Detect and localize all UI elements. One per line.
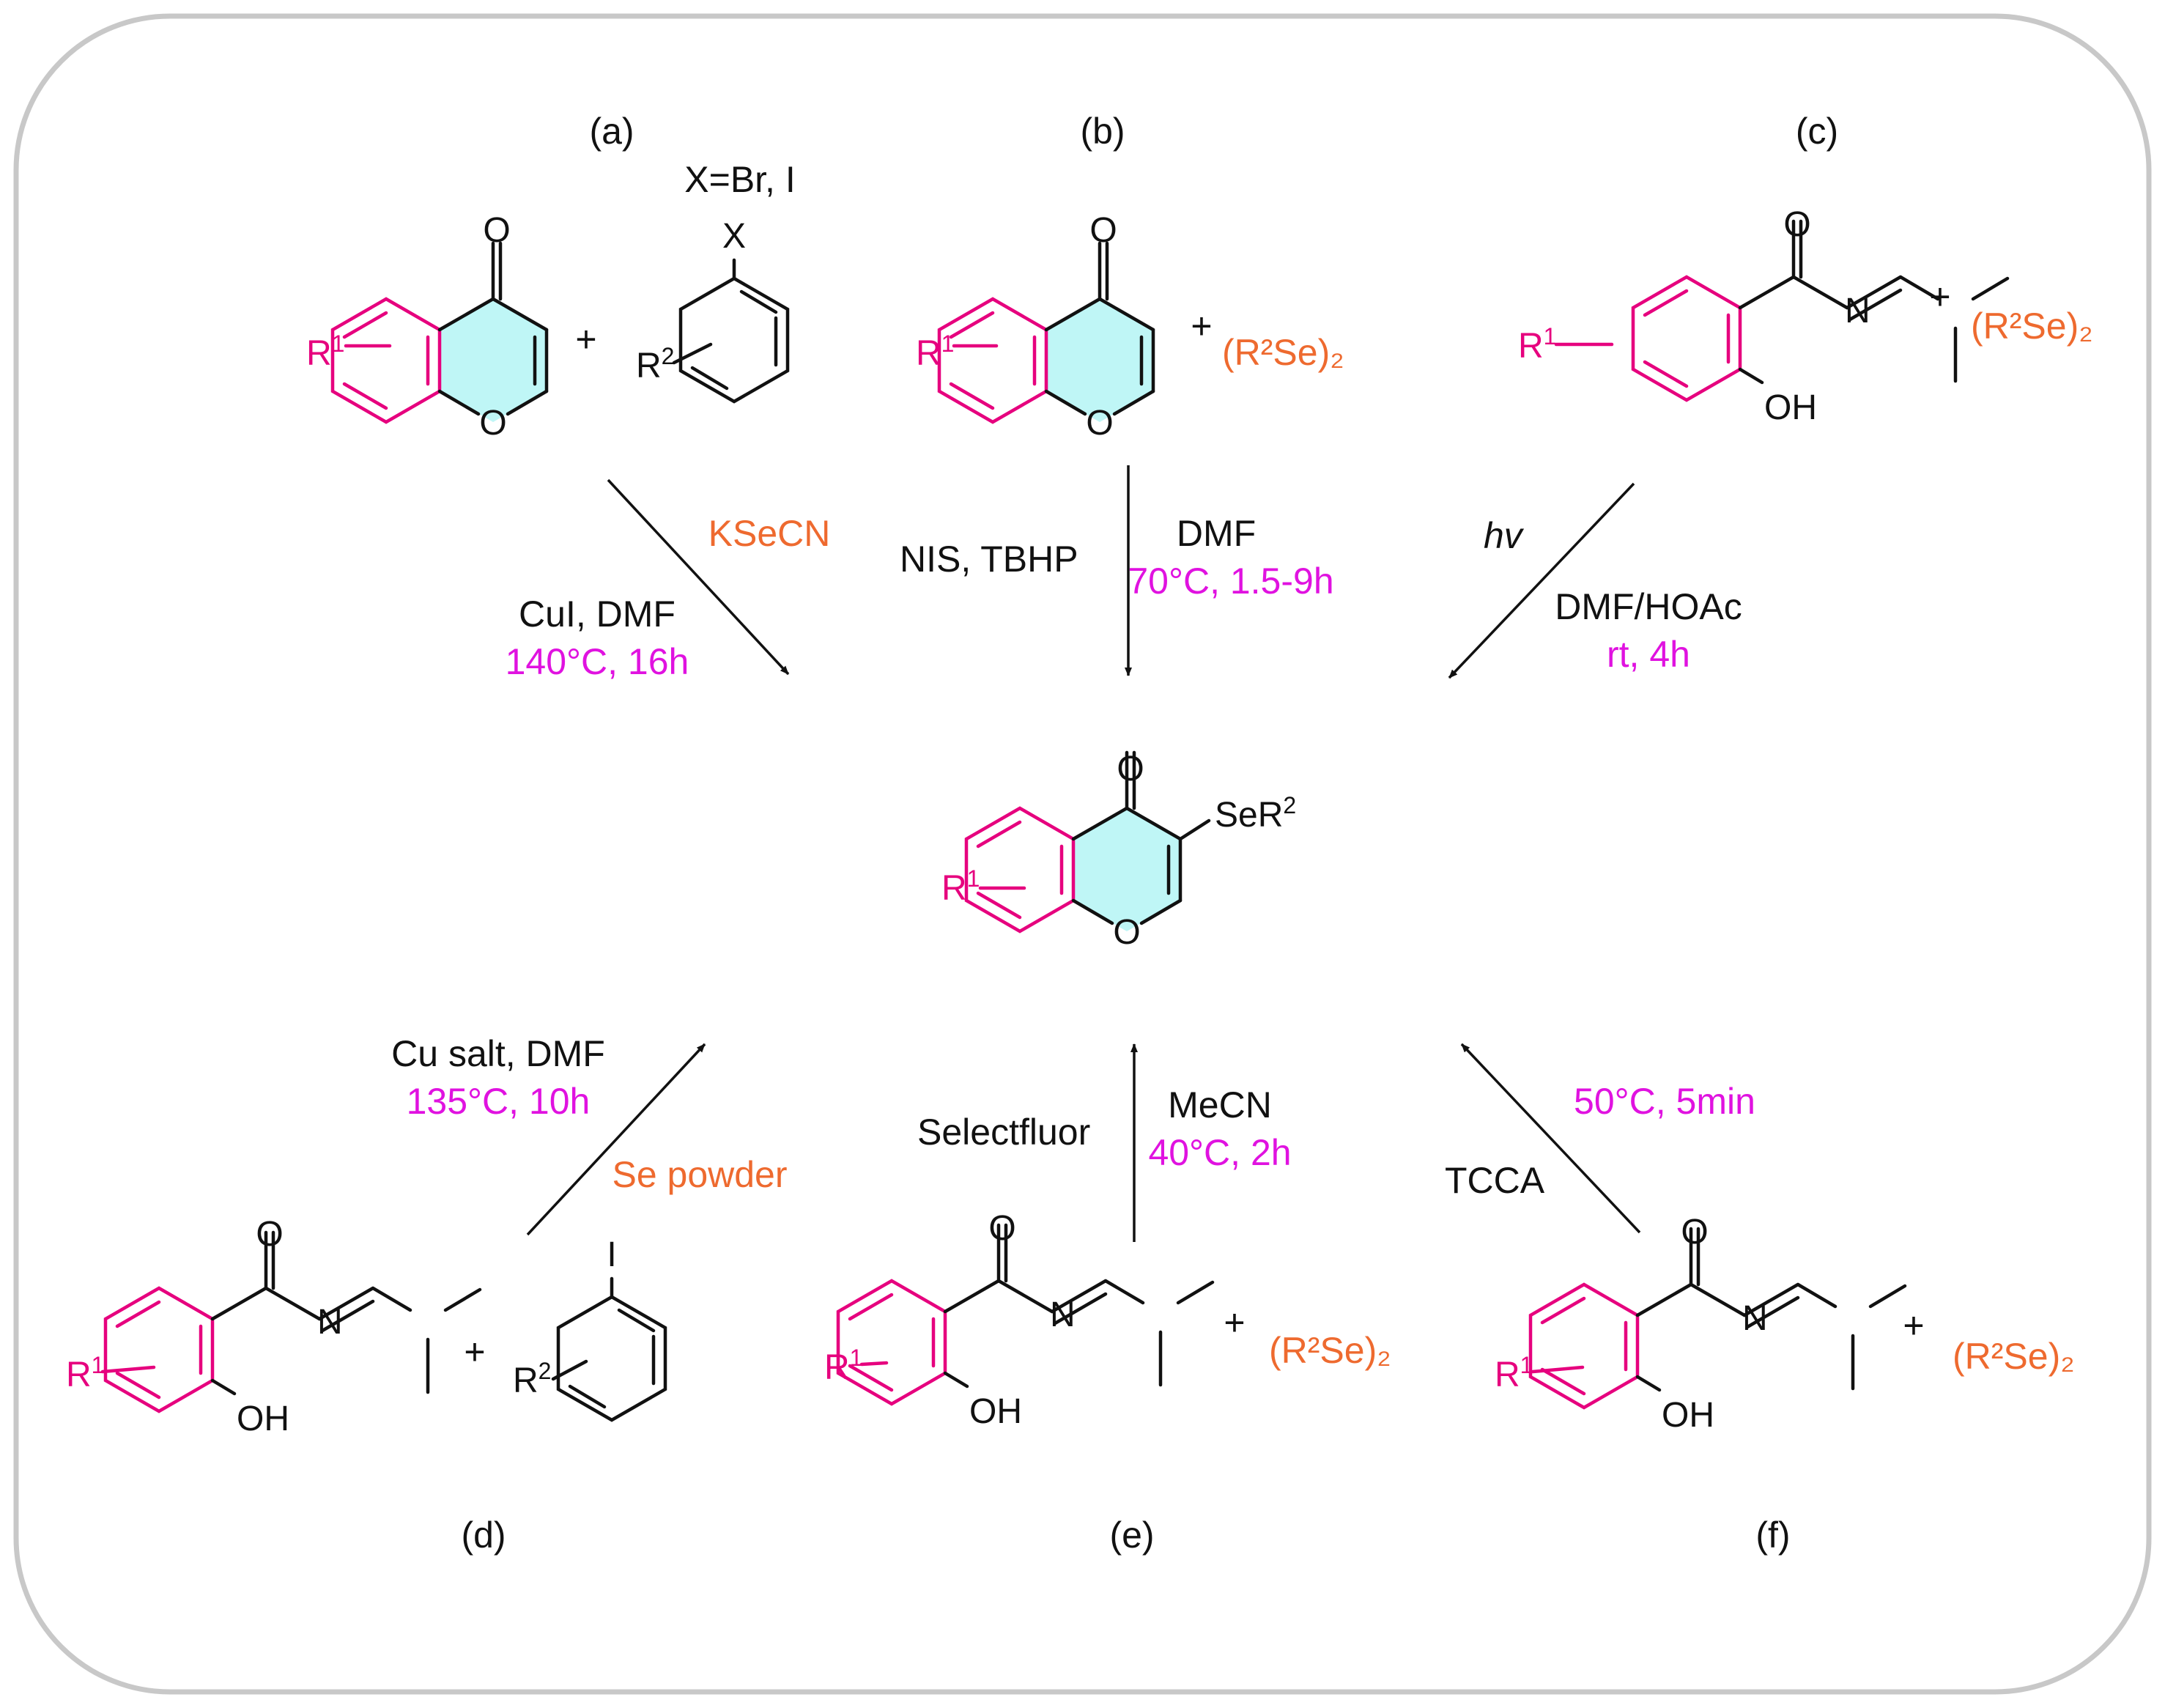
temp-f: 50°C, 5min <box>1574 1081 1755 1122</box>
enaminone-d: O N OH R1 <box>66 1215 480 1438</box>
aryl-halide-a: X R2 <box>636 217 788 402</box>
temp-b: 70°C, 1.5-9h <box>1128 561 1333 602</box>
cond-left-b: NIS, TBHP <box>900 539 1078 580</box>
carbonyl-o: O <box>988 1209 1015 1248</box>
hydroxyl: OH <box>969 1392 1022 1431</box>
panel-a-tag: (a) <box>589 111 634 152</box>
panel-b-tag: (b) <box>1080 111 1125 152</box>
hydroxyl: OH <box>1662 1396 1714 1435</box>
iodine: I <box>607 1235 616 1274</box>
r2-label: R2 <box>636 343 674 385</box>
carbonyl-o: O <box>1089 211 1117 250</box>
iodoarene-d: I R2 <box>513 1235 665 1420</box>
conditions-b: DMF <box>1177 513 1256 554</box>
panel-d: (d) O N OH R1 + I R2 Cu salt, DMF 135°C,… <box>66 1033 788 1556</box>
cond-left-f: TCCA <box>1445 1160 1545 1201</box>
r1-label: R1 <box>1518 323 1556 366</box>
panel-c-tag: (c) <box>1796 111 1838 152</box>
product-ser2: SeR2 <box>1215 792 1296 835</box>
conditions-d: Cu salt, DMF <box>391 1033 605 1074</box>
panel-f-tag: (f) <box>1755 1515 1790 1556</box>
carbonyl-o: O <box>256 1215 283 1254</box>
panel-e-tag: (e) <box>1109 1515 1154 1556</box>
ring-o: O <box>1086 404 1113 443</box>
reagent-a: KSeCN <box>708 513 831 554</box>
enaminone-f: O N OH R1 <box>1495 1213 1905 1435</box>
panel-b: (b) O O R1 + (R²Se)₂ NIS, TBHP DMF 70°C,… <box>900 111 1344 676</box>
plus-sign: + <box>1929 276 1950 317</box>
carbonyl-o: O <box>1117 750 1144 788</box>
arrow-d <box>526 1043 706 1236</box>
r1-label: R1 <box>824 1345 862 1387</box>
panel-f: (f) O N OH R1 + (R²Se)₂ 50°C, 5min TCCA <box>1445 1043 2075 1556</box>
arrow-c <box>1448 482 1635 679</box>
temp-e: 40°C, 2h <box>1148 1132 1291 1173</box>
plus-sign: + <box>464 1331 485 1372</box>
amine-n: N <box>1845 292 1870 330</box>
reagent-d: Se powder <box>612 1154 787 1195</box>
temp-d: 135°C, 10h <box>407 1081 591 1122</box>
plus-sign: + <box>1903 1305 1924 1346</box>
light-c: hv <box>1484 515 1525 556</box>
conditions-a: CuI, DMF <box>519 594 676 635</box>
amine-n: N <box>1742 1299 1768 1338</box>
panel-d-tag: (d) <box>461 1515 506 1556</box>
conditions-e: MeCN <box>1168 1084 1272 1125</box>
r1-label: R1 <box>66 1352 104 1394</box>
ring-o: O <box>479 404 506 443</box>
plus-sign: + <box>1191 306 1212 347</box>
panel-a: (a) X=Br, I O O R1 + X R2 KSeCN CuI, DMF… <box>306 111 830 682</box>
r1-label: R1 <box>941 865 980 908</box>
ring-o: O <box>1113 913 1140 952</box>
plus-sign: + <box>1224 1302 1245 1343</box>
plus-sign: + <box>575 319 596 360</box>
scheme-frame <box>13 13 2152 1695</box>
x-atom: X <box>722 217 746 256</box>
r1-label: R1 <box>1495 1352 1533 1394</box>
hydroxyl: OH <box>237 1400 289 1438</box>
product-3-selanylchromone: O O SeR2 R1 <box>941 750 1296 952</box>
r2-label: R2 <box>513 1358 551 1400</box>
reagent-f: (R²Se)₂ <box>1953 1336 2075 1377</box>
r1-label: R1 <box>306 330 344 373</box>
arrow-a <box>607 478 790 676</box>
carbonyl-o: O <box>483 211 510 250</box>
amine-n: N <box>317 1303 343 1342</box>
hydroxyl: OH <box>1764 388 1817 427</box>
carbonyl-o: O <box>1681 1213 1708 1252</box>
chromone-a: O O R1 <box>306 211 547 443</box>
enaminone-c: O N OH R1 <box>1518 205 2007 427</box>
amine-n: N <box>1050 1295 1076 1334</box>
r1-label: R1 <box>916 330 954 373</box>
panel-c: (c) O N OH R1 + (R²Se)₂ hv DMF/HOAc rt, … <box>1448 111 2093 679</box>
halide-note: X=Br, I <box>684 159 795 200</box>
conditions-c: DMF/HOAc <box>1555 586 1742 627</box>
reagent-b: (R²Se)₂ <box>1222 332 1344 373</box>
temp-c: rt, 4h <box>1607 634 1690 675</box>
cond-left-e: Selectfluor <box>917 1112 1090 1153</box>
reagent-e: (R²Se)₂ <box>1269 1330 1391 1371</box>
panel-e: (e) O N OH R1 + (R²Se)₂ Selectfluor MeCN… <box>824 1043 1391 1556</box>
reagent-c: (R²Se)₂ <box>1971 306 2093 347</box>
carbonyl-o: O <box>1783 205 1810 244</box>
chromone-b: O O R1 <box>916 211 1153 443</box>
enaminone-e: O N OH R1 <box>824 1209 1213 1431</box>
arrow-f <box>1460 1043 1641 1234</box>
temp-a: 140°C, 16h <box>506 641 689 682</box>
